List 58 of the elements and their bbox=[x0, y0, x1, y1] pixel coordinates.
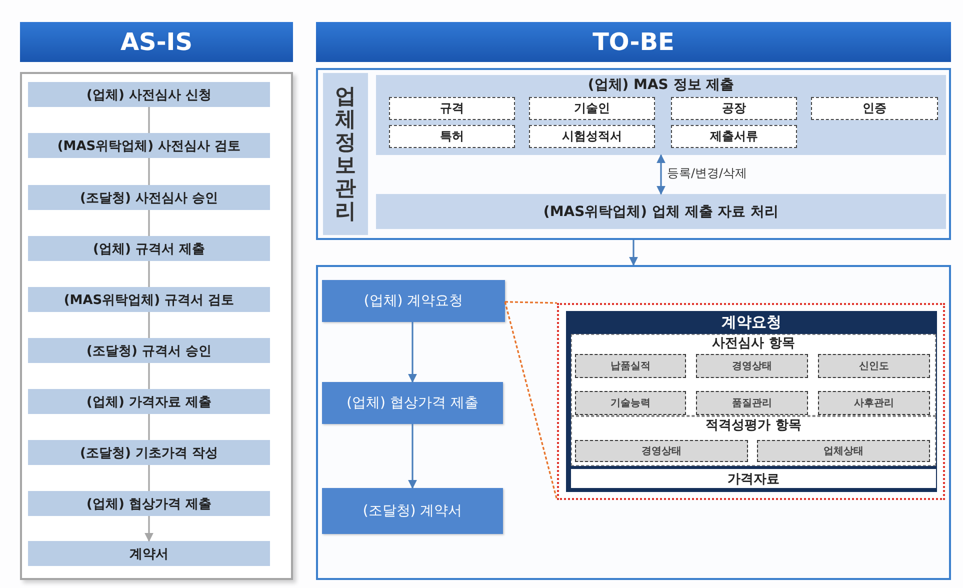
process-step: (MAS위탁업체) 규격서 검토 bbox=[28, 287, 270, 312]
criteria-box: 신인도 bbox=[818, 354, 930, 378]
arrow bbox=[408, 424, 417, 489]
detail-section bbox=[571, 334, 936, 416]
connector-line bbox=[148, 363, 150, 389]
panel-frame bbox=[20, 72, 293, 580]
criteria-box: 기술능력 bbox=[575, 391, 686, 415]
process-box: (업체) 협상가격 제출 bbox=[322, 382, 503, 424]
connector-line bbox=[148, 261, 150, 287]
detail-row: 가격자료 bbox=[571, 469, 936, 488]
process-step: (조달청) 규격서 승인 bbox=[28, 338, 270, 363]
section-banner: TO-BE bbox=[316, 22, 951, 62]
process-box: (업체) 계약요청 bbox=[322, 280, 505, 322]
process-step: (조달청) 기초가격 작성 bbox=[28, 440, 270, 465]
criteria-box: 사후관리 bbox=[818, 391, 930, 415]
zoom-guide-line bbox=[504, 302, 558, 500]
connector-line bbox=[148, 414, 150, 440]
process-band: (MAS위탁업체) 업체 제출 자료 처리 bbox=[376, 194, 946, 229]
panel-frame bbox=[316, 265, 951, 580]
group-band bbox=[376, 75, 946, 155]
process-step: (업체) 사전심사 신청 bbox=[28, 82, 270, 107]
arrow bbox=[656, 154, 666, 195]
process-step: (업체) 협상가격 제출 bbox=[28, 491, 270, 516]
connector-line bbox=[148, 465, 150, 491]
detail-section bbox=[571, 416, 936, 466]
section-heading: 적격성평가 항목 bbox=[706, 418, 802, 434]
section-heading: 사전심사 항목 bbox=[712, 336, 795, 352]
arrow bbox=[629, 240, 638, 266]
vertical-label-box: 업체정보관리 bbox=[323, 73, 368, 235]
item-box: 인증 bbox=[811, 97, 938, 120]
connector-line bbox=[148, 107, 150, 133]
criteria-box: 경영상태 bbox=[696, 354, 808, 378]
process-step: (업체) 가격자료 제출 bbox=[28, 389, 270, 414]
connector-line bbox=[148, 312, 150, 338]
section-banner: AS-IS bbox=[20, 22, 293, 62]
item-box: 규격 bbox=[389, 97, 515, 120]
criteria-box: 업체상태 bbox=[757, 440, 930, 462]
process-step: (MAS위탁업체) 사전심사 검토 bbox=[28, 133, 270, 158]
process-step: 계약서 bbox=[28, 541, 270, 566]
arrow bbox=[144, 516, 154, 542]
item-box: 특허 bbox=[389, 125, 515, 148]
criteria-box: 품질관리 bbox=[696, 391, 808, 415]
connector-line bbox=[148, 210, 150, 236]
process-box: (조달청) 계약서 bbox=[322, 488, 503, 534]
card-heading: 계약요청 bbox=[722, 313, 782, 332]
criteria-box: 경영상태 bbox=[575, 440, 748, 462]
zoom-guide-line bbox=[504, 301, 558, 304]
arrow bbox=[408, 322, 417, 383]
panel-frame bbox=[316, 68, 951, 240]
process-step: (업체) 규격서 제출 bbox=[28, 236, 270, 261]
item-box: 시험성적서 bbox=[529, 125, 655, 148]
connector-line bbox=[148, 158, 150, 185]
criteria-box: 납품실적 bbox=[575, 354, 686, 378]
item-box: 기술인 bbox=[529, 97, 655, 120]
group-heading: (업체) MAS 정보 제출 bbox=[588, 77, 734, 94]
process-step: (조달청) 사전심사 승인 bbox=[28, 185, 270, 210]
item-box: 공장 bbox=[671, 97, 797, 120]
item-box: 제출서류 bbox=[671, 125, 797, 148]
